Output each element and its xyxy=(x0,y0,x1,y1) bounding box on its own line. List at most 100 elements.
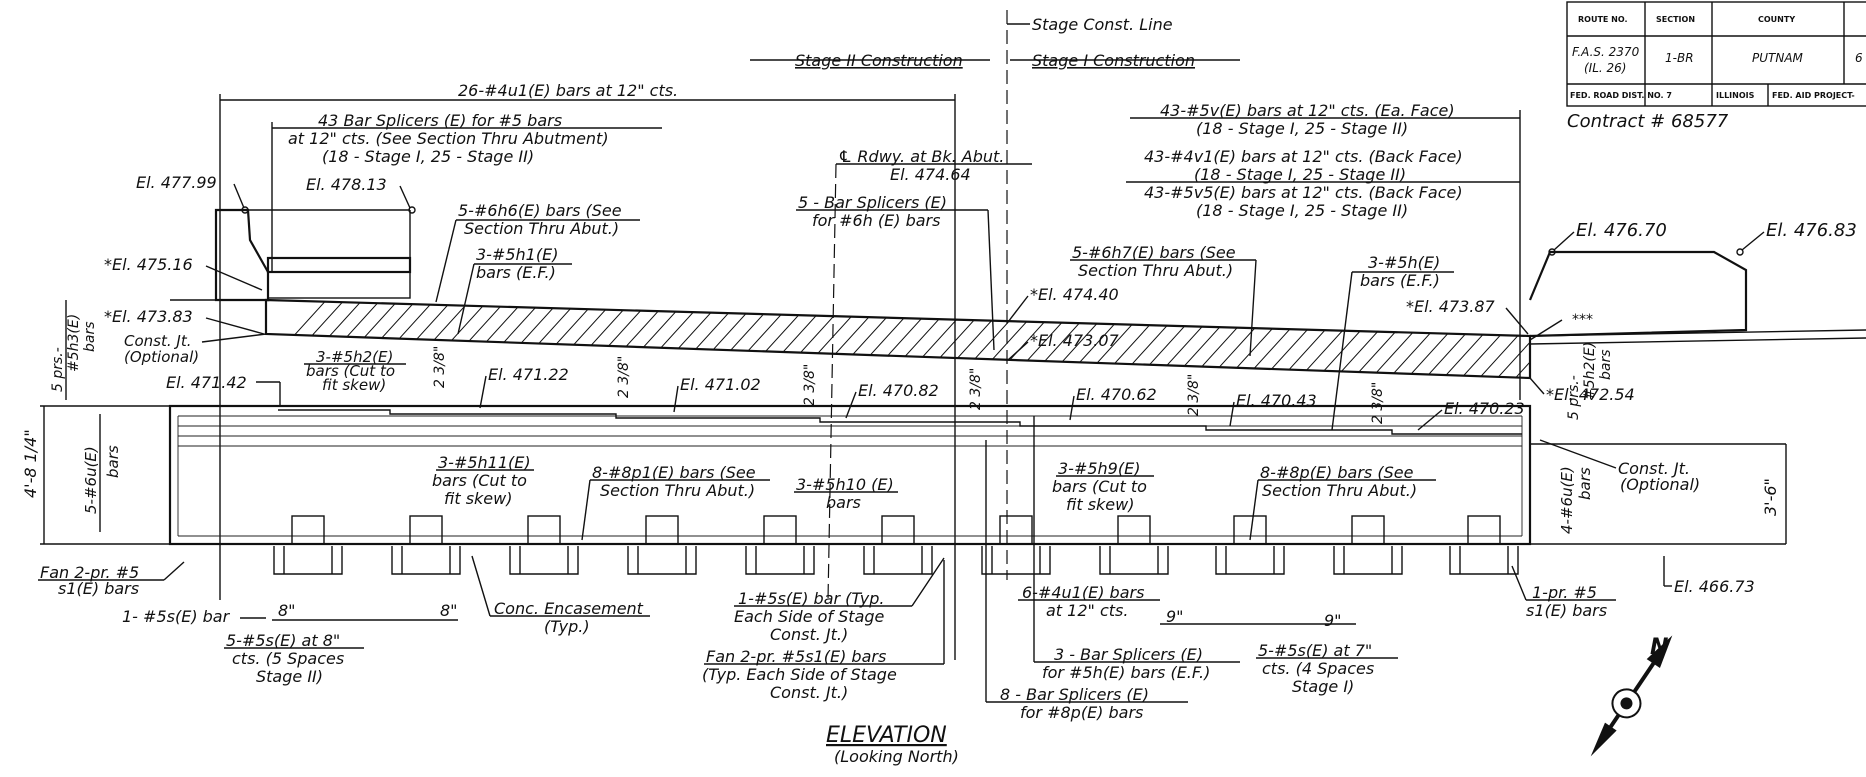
el-474-40: *El. 474.40 xyxy=(1030,285,1119,304)
h11-note-3: fit skew) xyxy=(444,489,512,508)
dim-left: 4'-8 1/4" xyxy=(21,429,40,498)
v-bars-1: 43-#5v(E) bars at 12" cts. (Ea. Face) xyxy=(1160,101,1455,120)
splicer6-note-2: for #6h (E) bars xyxy=(812,211,940,230)
pairs-left-3: bars xyxy=(82,321,98,352)
v-bars-2: (18 - Stage I, 25 - Stage II) xyxy=(1196,119,1408,138)
fan-left-2: s1(E) bars xyxy=(58,579,139,598)
u1-right-note-1: 6-#4u1(E) bars xyxy=(1022,583,1144,602)
u1-right-note-2: at 12" cts. xyxy=(1046,601,1128,620)
pile xyxy=(391,515,461,575)
u-right-1: 4-#6u(E) xyxy=(1558,466,1576,534)
el-477-99: El. 477.99 xyxy=(136,173,217,192)
pile xyxy=(509,515,579,575)
u-left-1: 5-#6u(E) xyxy=(82,446,100,514)
el-471-22: El. 471.22 xyxy=(488,365,569,384)
rdwy-note-2: El. 474.64 xyxy=(890,165,971,184)
pile xyxy=(1099,515,1169,575)
title-section-header: SECTION xyxy=(1656,15,1695,24)
pairs-right-2: #5h2(E) xyxy=(1582,342,1598,400)
el-470-23: El. 470.23 xyxy=(1444,399,1525,418)
rdwy-note-1: ℄ Rdwy. at Bk. Abut. xyxy=(838,147,1004,166)
title-footer-state: ILLINOIS xyxy=(1716,91,1755,100)
p-note-1: 8-#8p(E) bars (See xyxy=(1260,463,1414,482)
fan-mid-note-2: (Typ. Each Side of Stage xyxy=(702,665,897,684)
el-470-82: El. 470.82 xyxy=(858,381,939,400)
h11-note-1: 3-#5h11(E) xyxy=(438,453,531,472)
piles xyxy=(273,515,1519,575)
el-476-70: El. 476.70 xyxy=(1576,220,1667,241)
north-arrow-icon xyxy=(1590,635,1673,757)
stage-line-label: Stage Const. Line xyxy=(1032,15,1173,34)
optional-right: (Optional) xyxy=(1620,475,1700,494)
title-footer-project: FED. AID PROJECT- xyxy=(1772,91,1855,100)
dim-238-b: 2 3/8" xyxy=(616,356,632,398)
contract-number: Contract # 68577 xyxy=(1567,111,1729,132)
u-right-2: bars xyxy=(1576,467,1594,500)
title-sheet-digit: 6 xyxy=(1855,51,1863,65)
const-jt-left: Const. Jt. xyxy=(124,332,191,350)
title-route-value-2: (IL. 26) xyxy=(1584,61,1627,75)
fan-right-1: 1-pr. #5 xyxy=(1532,583,1597,602)
splicer6-note-1: 5 - Bar Splicers (E) xyxy=(798,193,947,212)
pile xyxy=(273,515,343,575)
el-476-83: El. 476.83 xyxy=(1766,220,1857,241)
v1-bars-2: (18 - Stage I, 25 - Stage II) xyxy=(1194,165,1406,184)
h-note-2: bars (E.F.) xyxy=(1360,271,1440,290)
h2-note-1: 3-#5h2(E) xyxy=(316,348,393,366)
h6-note-1: 5-#6h6(E) bars (See xyxy=(458,201,622,220)
u1-bars-dimension: 26-#4u1(E) bars at 12" cts. xyxy=(219,81,956,660)
stage-line: Stage Const. Line Stage II Construction … xyxy=(750,10,1240,580)
s-bar-note: 1- #5s(E) bar xyxy=(122,607,231,626)
v5-bars-1: 43-#5v5(E) bars at 12" cts. (Back Face) xyxy=(1144,183,1463,202)
el-471-42: El. 471.42 xyxy=(166,373,247,392)
fan-right-2: s1(E) bars xyxy=(1526,601,1607,620)
el-470-43: El. 470.43 xyxy=(1236,391,1317,410)
encasement-note-1: Conc. Encasement xyxy=(494,599,644,618)
splicers-line-2: at 12" cts. (See Section Thru Abutment) xyxy=(288,129,609,148)
v1-bars-1: 43-#4v1(E) bars at 12" cts. (Back Face) xyxy=(1144,147,1463,166)
h11-note-2: bars (Cut to xyxy=(432,471,527,490)
splicers-line-1: 43 Bar Splicers (E) for #5 bars xyxy=(318,111,562,130)
fan-left-1: Fan 2-pr. #5 xyxy=(40,563,139,582)
p1-note-2: Section Thru Abut.) xyxy=(600,481,755,500)
encasement-note-2: (Typ.) xyxy=(544,617,590,636)
pile xyxy=(745,515,815,575)
el-470-62: El. 470.62 xyxy=(1076,385,1157,404)
s8-note-3: Stage II) xyxy=(256,667,323,686)
u1-bars-label: 26-#4u1(E) bars at 12" cts. xyxy=(458,81,678,100)
el-475-16: *El. 475.16 xyxy=(104,255,193,274)
splicers-note: 43 Bar Splicers (E) for #5 bars at 12" c… xyxy=(271,111,662,272)
title-county-value: PUTNAM xyxy=(1752,51,1804,65)
splicers-p-note-2: for #8p(E) bars xyxy=(1020,703,1143,722)
dim-238-d: 2 3/8" xyxy=(968,368,984,410)
title-footer-dist: FED. ROAD DIST. NO. 7 xyxy=(1570,91,1672,100)
left-approach xyxy=(214,206,416,302)
pairs-right-1: 5 prs.- xyxy=(1566,375,1582,420)
el-473-83: *El. 473.83 xyxy=(104,307,193,326)
el-471-02: El. 471.02 xyxy=(680,375,761,394)
el-473-07: *El. 473.07 xyxy=(1030,331,1120,350)
s-typ-note-2: Each Side of Stage xyxy=(734,607,885,626)
pile xyxy=(627,515,697,575)
optional-left: (Optional) xyxy=(124,348,199,366)
pile xyxy=(863,515,933,575)
h9-note-2: bars (Cut to xyxy=(1052,477,1147,496)
h10-note-2: bars xyxy=(826,493,861,512)
h7-note-1: 5-#6h7(E) bars (See xyxy=(1072,243,1236,262)
splicers-h-note-1: 3 - Bar Splicers (E) xyxy=(1054,645,1203,664)
s7-note-1: 5-#5s(E) at 7" xyxy=(1258,641,1372,660)
el-466-73: El. 466.73 xyxy=(1674,577,1755,596)
s7-note-3: Stage I) xyxy=(1292,677,1354,696)
pairs-right-3: bars xyxy=(1598,349,1614,380)
dim-238-c: 2 3/8" xyxy=(802,364,818,406)
title-block: ROUTE NO. SECTION COUNTY F.A.S. 2370 (IL… xyxy=(1566,1,1866,107)
title-route-value: F.A.S. 2370 xyxy=(1572,45,1640,59)
el-472-54: *El. 472.54 xyxy=(1546,385,1635,404)
pile xyxy=(981,515,1051,575)
h7-note-2: Section Thru Abut.) xyxy=(1078,261,1233,280)
title-route-header: ROUTE NO. xyxy=(1578,15,1628,24)
h2-note-3: fit skew) xyxy=(322,376,386,394)
dim-238-e: 2 3/8" xyxy=(1186,374,1202,416)
